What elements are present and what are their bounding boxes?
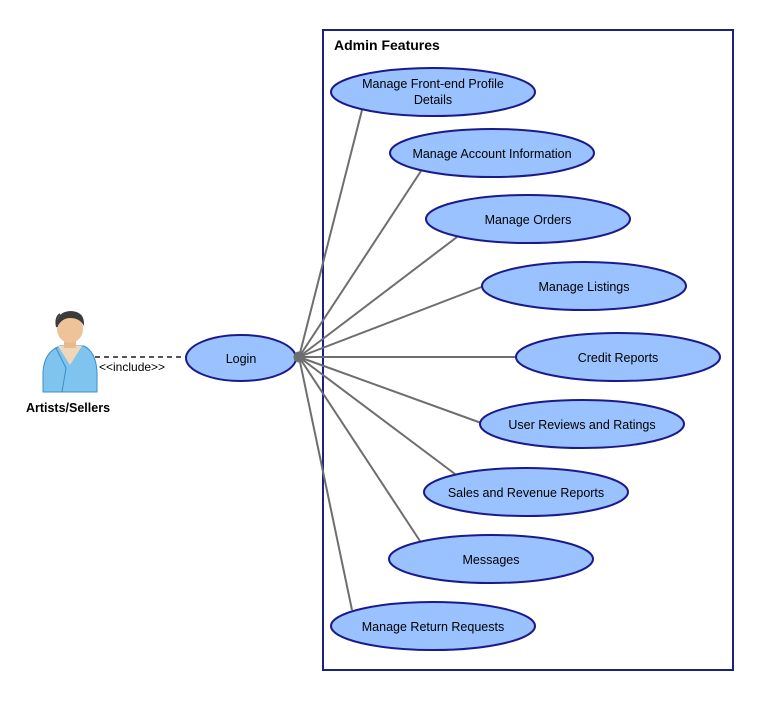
use-case-manage-listings[interactable]	[481, 261, 687, 311]
use-case-label-line2: Details	[414, 93, 452, 107]
include-label: <<include>>	[99, 360, 165, 374]
use-case-credit-reports[interactable]	[515, 332, 721, 382]
connector-manage-return-requests	[298, 356, 353, 611]
use-case-manage-orders[interactable]	[425, 194, 631, 244]
system-boundary	[322, 29, 734, 671]
actor-label: Artists/Sellers	[26, 401, 110, 415]
use-case-label-manage-account-information: Manage Account Information	[412, 147, 571, 161]
use-case-messages[interactable]	[388, 534, 594, 584]
connector-manage-listings	[298, 285, 485, 358]
connector-manage-orders	[298, 236, 458, 358]
use-case-label-sales-and-revenue-reports: Sales and Revenue Reports	[448, 486, 604, 500]
use-case-label-manage-return-requests: Manage Return Requests	[362, 620, 504, 634]
boundary-title: Admin Features	[334, 37, 440, 53]
use-case-user-reviews-and-ratings[interactable]	[479, 399, 685, 449]
use-case-manage-return-requests[interactable]	[330, 601, 536, 651]
use-case-manage-account-information[interactable]	[389, 128, 595, 178]
use-case-label-messages: Messages	[463, 553, 520, 567]
person-icon	[42, 311, 98, 393]
connector-manage-account-information	[298, 170, 422, 358]
connector-sales-and-revenue-reports	[298, 356, 456, 475]
use-case-label-manage-orders: Manage Orders	[485, 213, 572, 227]
connector-manage-front-end-profile-details	[298, 109, 363, 358]
use-case-label-user-reviews-and-ratings: User Reviews and Ratings	[508, 418, 655, 432]
use-case-label-line1: Manage Front-end Profile	[362, 77, 504, 91]
connectors	[298, 109, 516, 611]
use-case-sales-and-revenue-reports[interactable]	[423, 467, 629, 517]
connector-user-reviews-and-ratings	[298, 356, 485, 425]
use-case-label-credit-reports: Credit Reports	[578, 351, 659, 365]
use-case-label-manage-listings: Manage Listings	[538, 280, 629, 294]
login-label: Login	[226, 352, 257, 366]
connector-messages	[298, 356, 421, 542]
junction-dot	[293, 351, 305, 363]
use-case-manage-front-end-profile-details[interactable]	[330, 67, 536, 117]
